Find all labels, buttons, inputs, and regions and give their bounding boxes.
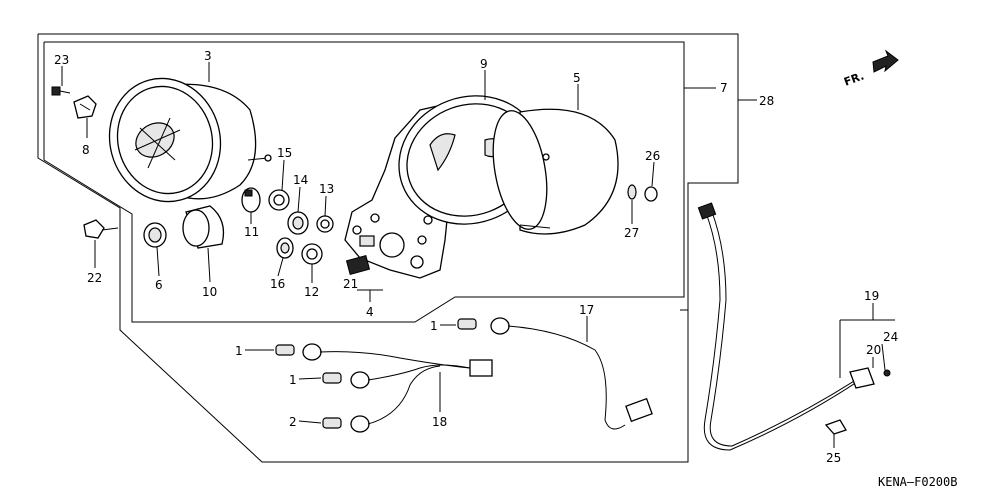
callout-6: 6 (155, 278, 163, 292)
nut-26 (644, 186, 658, 202)
callout-25: 25 (826, 451, 841, 465)
callout-15: 15 (277, 146, 292, 160)
callout-4: 4 (366, 305, 374, 319)
wire-harness-17 (457, 316, 653, 430)
callout-26: 26 (645, 149, 660, 163)
callout-1-lower: 1 (289, 373, 297, 387)
callout-14: 14 (293, 173, 308, 187)
grommet-6 (143, 222, 167, 248)
bulb-socket-16 (276, 237, 294, 259)
callout-11: 11 (244, 225, 259, 239)
callout-13: 13 (319, 182, 334, 196)
callout-5: 5 (573, 71, 581, 85)
callout-16: 16 (270, 277, 285, 291)
callout-23: 23 (54, 53, 69, 67)
callout-28: 28 (759, 94, 774, 108)
cushion-10 (182, 205, 225, 249)
callout-12: 12 (304, 285, 319, 299)
callout-17: 17 (579, 303, 594, 317)
direction-label: FR. (842, 69, 866, 88)
meter-case-5 (492, 108, 619, 235)
callout-27: 27 (624, 226, 639, 240)
callout-numbers: 23 3 8 15 14 13 11 22 6 10 16 12 21 4 9 … (54, 49, 898, 465)
bolt-22 (83, 219, 119, 239)
speedometer-gauge (108, 77, 272, 203)
washer-15 (268, 189, 290, 211)
speedometer-cable-19 (697, 202, 895, 451)
callout-7: 7 (720, 81, 728, 95)
callout-21: 21 (343, 277, 358, 291)
callout-8: 8 (82, 143, 90, 157)
washer-27 (627, 184, 637, 200)
front-direction-arrow: FR. (842, 49, 899, 89)
callout-2: 2 (289, 415, 297, 429)
callout-20: 20 (866, 343, 881, 357)
callout-1-upper: 1 (430, 319, 438, 333)
washer-12 (301, 243, 323, 265)
indicator-lens-21 (345, 255, 371, 275)
callout-1-middle: 1 (235, 344, 243, 358)
screw-23 (51, 86, 71, 96)
callout-18: 18 (432, 415, 447, 429)
wire-harness-18 (275, 343, 493, 433)
diagram-code: KENA—F0200B (878, 475, 957, 489)
callout-10: 10 (202, 285, 217, 299)
callout-3: 3 (204, 49, 212, 63)
leader-lines (61, 62, 886, 448)
socket-11 (241, 187, 261, 213)
callout-22: 22 (87, 271, 102, 285)
callout-24: 24 (883, 330, 898, 344)
cable-nut-8 (73, 95, 97, 119)
socket-14 (287, 211, 309, 235)
callout-9: 9 (480, 57, 488, 71)
callout-19: 19 (864, 289, 879, 303)
nut-13 (316, 215, 334, 233)
assembly-boundaries (37, 33, 757, 463)
